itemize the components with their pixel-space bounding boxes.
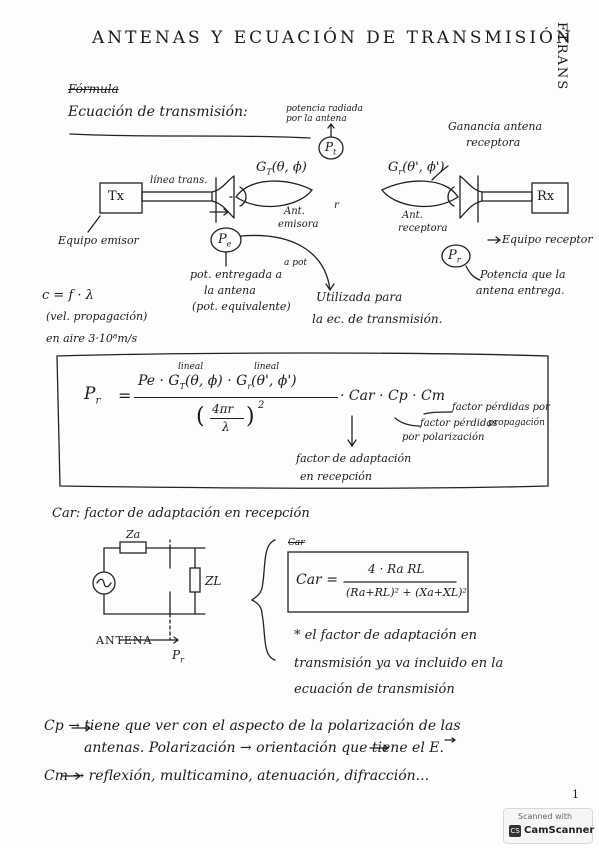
cp-line-1: Cp → tiene que ver con el aspecto de la … bbox=[44, 718, 461, 734]
equation-numerator: Pe · GT(θ, ϕ) · Gr(θ', ϕ') bbox=[138, 373, 297, 391]
zl-label: ZL bbox=[205, 574, 222, 588]
loss-pol-line2: por polarización bbox=[402, 432, 485, 443]
line-label: línea trans. bbox=[150, 175, 208, 186]
lineal-label-1: lineal bbox=[178, 362, 204, 372]
tx-antenna-label-line1: Ant. bbox=[284, 206, 305, 217]
antenna-label: ANTENA bbox=[96, 634, 153, 647]
equation-tail: · Car · Cp · Cm bbox=[340, 388, 446, 404]
pt-label: Pt bbox=[325, 140, 337, 157]
pr-circle bbox=[441, 244, 471, 268]
adapt-line2: en recepción bbox=[300, 470, 372, 483]
loss-pol-line1: factor pérdidas bbox=[420, 418, 498, 429]
use-note-line1: Utilizada para bbox=[316, 290, 403, 304]
car-formula-lhs: Car = bbox=[296, 572, 338, 588]
tx-lobe bbox=[235, 180, 313, 208]
crossed-car: Car bbox=[288, 538, 305, 548]
den-inner-bar bbox=[210, 418, 244, 419]
rx-gain-note-line1: Ganancia antena bbox=[448, 120, 543, 133]
tx-line bbox=[141, 191, 213, 202]
car-heading: Car: factor de adaptación en recepción bbox=[52, 506, 310, 521]
car-formula-box bbox=[287, 551, 469, 613]
rx-gain-note-line2: receptora bbox=[466, 136, 521, 149]
den-power: 2 bbox=[258, 400, 265, 411]
den-den: λ bbox=[222, 420, 230, 434]
den-right-paren: ) bbox=[246, 404, 255, 429]
page-number: 1 bbox=[572, 788, 579, 801]
scanner-line2: CamScanner bbox=[524, 825, 595, 836]
use-note-line2: la ec. de transmisión. bbox=[312, 312, 443, 326]
den-num: 4πr bbox=[212, 402, 234, 416]
equation-lhs: Pr bbox=[84, 384, 101, 407]
loss-prop-line2: propagación bbox=[488, 418, 545, 428]
heading-underline bbox=[69, 133, 311, 139]
tx-antenna-label-line2: emisora bbox=[278, 219, 319, 230]
rx-antenna-label-line2: receptora bbox=[398, 223, 448, 234]
c-air: en aire 3·10⁸m/s bbox=[46, 332, 138, 345]
car-note-line3: ecuación de transmisión bbox=[294, 682, 455, 697]
gain-tx: GT(θ, ϕ) bbox=[256, 160, 307, 177]
den-left-paren: ( bbox=[196, 404, 205, 429]
rx-antenna bbox=[459, 175, 483, 219]
za-label: Za bbox=[126, 528, 141, 541]
source-symbol bbox=[92, 571, 116, 595]
pr-label: Pr bbox=[448, 248, 461, 265]
loss-prop-line1: factor pérdidas por bbox=[452, 402, 550, 413]
cp-line-2: antenas. Polarización → orientación que … bbox=[84, 740, 444, 756]
rx-label: Rx bbox=[537, 189, 555, 204]
section-heading: Ecuación de transmisión: bbox=[68, 104, 248, 120]
car-note-line1: * el factor de adaptación en bbox=[294, 628, 477, 643]
pr-note-line1: Potencia que la bbox=[480, 268, 566, 281]
c-formula: c = f · λ bbox=[42, 288, 94, 303]
equation-box bbox=[56, 352, 549, 489]
camscanner-icon: CS bbox=[509, 825, 521, 837]
scanner-line1: Scanned with bbox=[518, 812, 573, 821]
rx-line bbox=[481, 191, 533, 202]
equip-rx-label: Equipo receptor bbox=[502, 233, 593, 246]
za-resistor bbox=[119, 541, 147, 554]
c-description: (vel. propagación) bbox=[46, 310, 148, 323]
tx-antenna bbox=[211, 175, 235, 219]
distance-label: r bbox=[334, 200, 339, 211]
car-formula-num: 4 · Ra RL bbox=[368, 562, 425, 576]
crossed-out-word: Fórmula bbox=[68, 82, 119, 96]
tx-label: Tx bbox=[108, 189, 125, 204]
pe-note-line2: la antena bbox=[204, 284, 256, 297]
rx-box bbox=[531, 182, 569, 214]
rx-antenna-label-line1: Ant. bbox=[402, 210, 423, 221]
page-title: ANTENAS Y ECUACIÓN DE TRANSMISIÓN bbox=[92, 28, 574, 48]
side-label: FTRANS bbox=[554, 22, 569, 92]
car-formula-den: (Ra+RL)² + (Xa+XL)² bbox=[346, 586, 467, 599]
car-note-line2: transmisión ya va incluido en la bbox=[294, 656, 504, 671]
zl-resistor bbox=[189, 567, 201, 593]
equation-eq: = bbox=[118, 386, 132, 405]
pe-note-line3: (pot. equivalente) bbox=[192, 300, 291, 313]
rx-lobe bbox=[381, 180, 459, 208]
pe-label: Pe bbox=[218, 232, 232, 249]
pr-note-line2: antena entrega. bbox=[476, 284, 565, 297]
adapt-line1: factor de adaptación bbox=[296, 452, 412, 465]
circuit-pr-label: Pr bbox=[172, 648, 184, 665]
gain-rx: Gr(θ', ϕ') bbox=[388, 160, 445, 177]
pe-note-line1: pot. entregada a bbox=[190, 268, 283, 281]
equation-fraction-bar bbox=[134, 397, 338, 398]
brace bbox=[250, 539, 276, 661]
cm-line: Cm → reflexión, multicamino, atenuación,… bbox=[44, 768, 430, 784]
equip-tx-label: Equipo emisor bbox=[58, 234, 139, 247]
camscanner-badge: Scanned with CS CamScanner bbox=[503, 808, 595, 844]
radiated-power-note: potencia radiada por la antena bbox=[286, 104, 363, 124]
pe-note-asterisk: a pot bbox=[284, 258, 308, 268]
lineal-label-2: lineal bbox=[254, 362, 280, 372]
